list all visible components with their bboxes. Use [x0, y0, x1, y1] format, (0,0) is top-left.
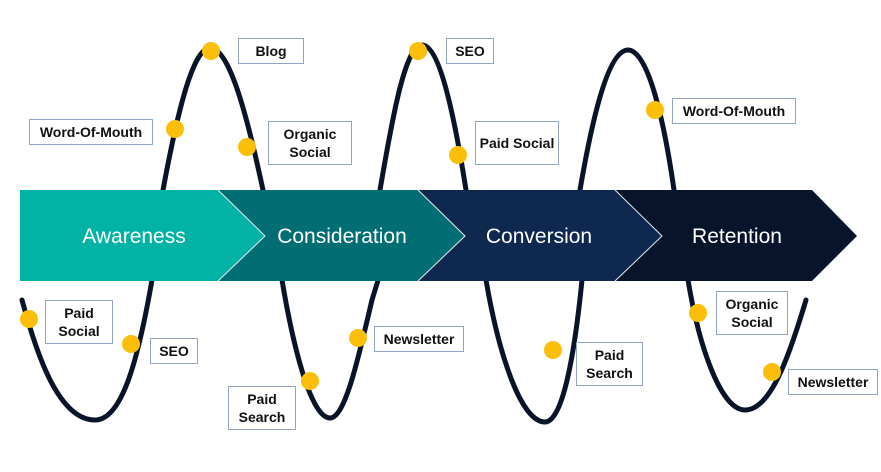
touchpoint-dot: [349, 329, 367, 347]
touchpoint-dot: [646, 101, 664, 119]
stage-retention-band: [615, 190, 857, 281]
touchpoint-dot: [544, 341, 562, 359]
touchpoint-dot: [202, 42, 220, 60]
wave-segment: [685, 277, 809, 413]
callout-paid-search: Paid Search: [228, 386, 296, 430]
callout-newsletter: Newsletter: [374, 326, 464, 352]
callout-paid-social: Paid Social: [475, 121, 559, 165]
callout-newsletter: Newsletter: [788, 369, 878, 395]
wave-segment: [160, 45, 266, 193]
callout-seo: SEO: [446, 38, 494, 64]
touchpoint-dot: [409, 42, 427, 60]
stage-separator: [614, 189, 663, 282]
callout-seo: SEO: [150, 338, 198, 364]
stage-arrow: [20, 189, 857, 282]
touchpoint-dot: [301, 372, 319, 390]
callout-paid-social: Paid Social: [45, 300, 113, 344]
touchpoint-dot: [20, 310, 38, 328]
callout-word-of-mouth: Word-Of-Mouth: [672, 98, 796, 124]
callout-paid-search: Paid Search: [576, 342, 643, 386]
callout-word-of-mouth: Word-Of-Mouth: [29, 119, 153, 145]
touchpoint-dot: [166, 120, 184, 138]
touchpoint-dots: [20, 42, 781, 390]
callout-organic-social: Organic Social: [268, 121, 352, 165]
wave-upper: [160, 42, 677, 193]
stage-separator: [417, 189, 466, 282]
stage-label-conversion: Conversion: [486, 225, 592, 248]
stage-label-consideration: Consideration: [277, 225, 407, 248]
wave-segment: [483, 277, 585, 425]
touchpoint-dot: [689, 304, 707, 322]
stage-separator: [217, 189, 266, 282]
stage-label-retention: Retention: [692, 225, 782, 248]
wave-segment: [377, 42, 469, 193]
stage-consideration-band: [218, 190, 465, 281]
wave-segment: [279, 277, 381, 421]
stage-awareness-band: [20, 190, 265, 281]
callout-blog: Blog: [238, 38, 304, 64]
stage-conversion-band: [418, 190, 662, 281]
wave-segment: [577, 47, 677, 193]
callout-organic-social: Organic Social: [716, 291, 788, 335]
stage-label-awareness: Awareness: [82, 225, 186, 248]
touchpoint-dot: [238, 138, 256, 156]
touchpoint-dot: [763, 363, 781, 381]
touchpoint-dot: [122, 335, 140, 353]
touchpoint-dot: [449, 146, 467, 164]
